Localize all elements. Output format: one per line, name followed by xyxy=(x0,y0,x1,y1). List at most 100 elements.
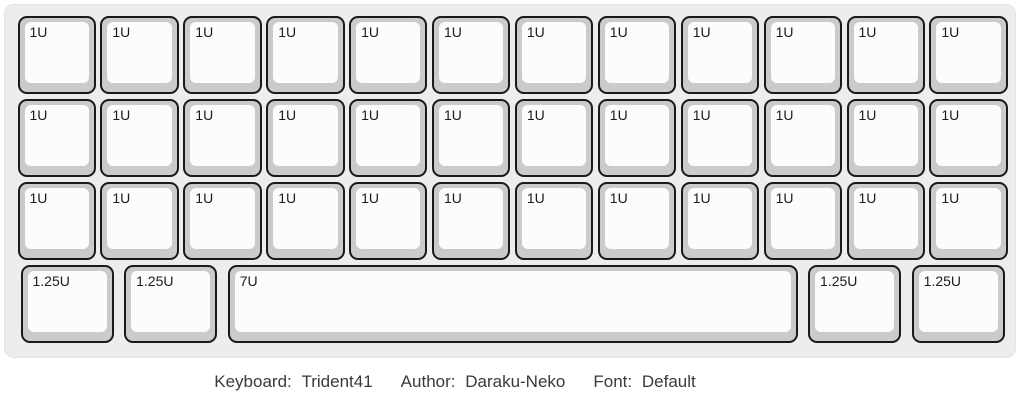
keycap-1u[interactable]: 1U xyxy=(929,181,1008,260)
keycap-1u[interactable]: 1U xyxy=(266,181,345,260)
keycap-1u[interactable]: 1U xyxy=(100,181,179,260)
keycap-1u[interactable]: 1U xyxy=(100,98,179,177)
keycap-label: 1U xyxy=(278,189,297,206)
keycap-1u[interactable]: 1U xyxy=(17,181,96,260)
keycap-1u[interactable]: 1U xyxy=(929,98,1008,177)
keycap-top: 1U xyxy=(356,104,421,166)
keycap-top: 1U xyxy=(273,104,338,166)
keycap-label: 1U xyxy=(858,189,877,206)
keycap-label: 1U xyxy=(775,24,794,40)
keycap-label: 1U xyxy=(526,24,545,40)
keycap-top: 1U xyxy=(190,187,255,249)
keycap-top: 1U xyxy=(521,104,587,166)
keycap-label: 1.25U xyxy=(32,272,70,289)
keycap-1u[interactable]: 1U xyxy=(432,98,511,177)
keycap-top: 1U xyxy=(770,187,835,249)
keycap-1u[interactable]: 1U xyxy=(597,16,677,94)
keycap-label: 1U xyxy=(692,106,711,123)
keycap-top: 1U xyxy=(356,22,421,83)
keycap-top: 1U xyxy=(24,22,89,83)
render-caption-text: Keyboard: Trident41 Author: Daraku-Neko … xyxy=(214,371,695,393)
keycap-top: 1U xyxy=(107,22,172,83)
keycap-1u[interactable]: 1U xyxy=(763,181,842,260)
keycap-1u[interactable]: 1U xyxy=(597,98,677,177)
caption-author-value: Daraku-Neko xyxy=(465,372,566,391)
keycap-1u[interactable]: 1U xyxy=(17,98,96,177)
keycap-label: 1U xyxy=(609,189,628,206)
keycap-label: 1U xyxy=(29,106,48,123)
keycap-1u[interactable]: 1U xyxy=(17,16,96,94)
keycap-top: 1U xyxy=(107,104,172,166)
keycap-1-25u[interactable]: 1.25U xyxy=(808,264,902,343)
keycap-top: 1U xyxy=(521,22,587,83)
keycap-label: 1U xyxy=(361,106,379,123)
keycap-label: 1U xyxy=(195,189,214,206)
keycap-label: 1U xyxy=(609,24,628,40)
keycap-label: 1U xyxy=(444,106,462,123)
keycap-label: 1U xyxy=(444,189,462,206)
caption-author-label: Author: xyxy=(400,372,456,391)
keycap-label: 1.25U xyxy=(923,272,962,289)
keycap-top: 1U xyxy=(190,104,255,166)
keycap-7u[interactable]: 7U xyxy=(227,264,798,343)
keycap-1u[interactable]: 1U xyxy=(266,98,345,177)
keycap-1u[interactable]: 1U xyxy=(763,16,842,94)
keycap-top: 1U xyxy=(936,104,1001,166)
keycap-label: 1U xyxy=(858,106,877,123)
keycap-top: 1U xyxy=(687,104,753,166)
keycap-1u[interactable]: 1U xyxy=(929,16,1008,94)
keycap-top: 1U xyxy=(770,22,835,83)
keycap-top: 7U xyxy=(234,270,791,332)
caption-keyboard-value: Trident41 xyxy=(301,372,373,391)
keycap-1u[interactable]: 1U xyxy=(680,98,760,177)
keycap-top: 1U xyxy=(439,104,504,166)
keycap-label: 1U xyxy=(526,189,545,206)
keycap-top: 1U xyxy=(853,187,918,249)
keycap-1u[interactable]: 1U xyxy=(349,181,428,260)
keycap-top: 1U xyxy=(439,187,504,249)
keycap-1u[interactable]: 1U xyxy=(763,98,842,177)
keycap-top: 1U xyxy=(770,104,835,166)
keycap-1u[interactable]: 1U xyxy=(100,16,179,94)
keycap-label: 1U xyxy=(941,189,960,206)
keycap-1u[interactable]: 1U xyxy=(183,98,262,177)
keycap-label: 1U xyxy=(692,24,711,40)
keycap-label: 1U xyxy=(195,106,214,123)
keycap-1u[interactable]: 1U xyxy=(680,181,760,260)
keycap-1u[interactable]: 1U xyxy=(846,98,925,177)
keycap-top: 1U xyxy=(604,22,670,83)
keycap-top: 1.25U xyxy=(918,270,998,332)
keycap-1-25u[interactable]: 1.25U xyxy=(20,264,114,343)
keycap-1-25u[interactable]: 1.25U xyxy=(124,264,218,343)
keycap-label: 1U xyxy=(609,106,628,123)
caption-author: Author: Daraku-Neko xyxy=(401,371,566,393)
keycap-1u[interactable]: 1U xyxy=(432,181,511,260)
keycap-top: 1U xyxy=(273,187,338,249)
keycap-1u[interactable]: 1U xyxy=(846,181,925,260)
keycap-label: 1U xyxy=(941,106,960,123)
keycap-label: 1U xyxy=(278,106,297,123)
keycap-1u[interactable]: 1U xyxy=(349,98,428,177)
keycap-top: 1U xyxy=(273,22,338,83)
keycap-top: 1U xyxy=(356,187,421,249)
keycap-top: 1U xyxy=(190,22,255,83)
keycap-label: 1U xyxy=(195,24,214,40)
keycap-1u[interactable]: 1U xyxy=(680,16,760,94)
keycap-label: 1U xyxy=(775,106,794,123)
keycap-1-25u[interactable]: 1.25U xyxy=(911,264,1005,343)
keycap-1u[interactable]: 1U xyxy=(514,16,594,94)
keycap-1u[interactable]: 1U xyxy=(514,181,594,260)
keycap-1u[interactable]: 1U xyxy=(183,181,262,260)
keycap-label: 1U xyxy=(112,24,131,40)
keycap-1u[interactable]: 1U xyxy=(349,16,428,94)
keycap-1u[interactable]: 1U xyxy=(846,16,925,94)
keycap-1u[interactable]: 1U xyxy=(266,16,345,94)
keycap-1u[interactable]: 1U xyxy=(183,16,262,94)
caption-keyboard: Keyboard: Trident41 xyxy=(214,371,372,393)
keycap-top: 1U xyxy=(439,22,504,83)
keycap-1u[interactable]: 1U xyxy=(597,181,677,260)
keycap-1u[interactable]: 1U xyxy=(432,16,511,94)
keycap-1u[interactable]: 1U xyxy=(514,98,594,177)
caption-font-value: Default xyxy=(641,372,696,391)
